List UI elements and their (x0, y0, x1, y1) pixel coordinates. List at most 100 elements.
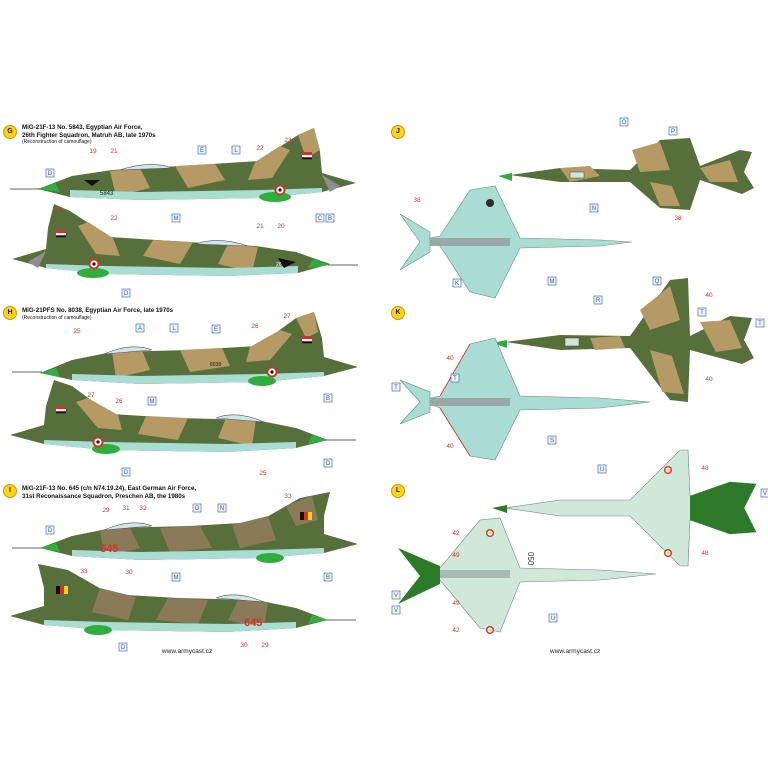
callout-label: A (138, 326, 142, 332)
callout-box (668, 126, 678, 136)
planview-j-top (498, 138, 754, 210)
callout-label: 49 (452, 600, 460, 607)
callout-label: 48 (701, 550, 709, 557)
callout-label: 19 (89, 148, 97, 155)
serial-i-upper: 645 (100, 543, 118, 555)
callout-box (323, 458, 333, 468)
callout-label: T (758, 321, 762, 327)
callout-box (697, 307, 707, 317)
callout-label: E (200, 148, 204, 154)
callout-label: E (214, 327, 218, 333)
callout-label: 23 (54, 207, 62, 214)
callout-box (231, 145, 241, 155)
callout-box (391, 382, 401, 392)
callout-label: 40 (705, 292, 713, 299)
profile-g-lower (12, 204, 358, 278)
section-marker-g: G (3, 125, 17, 139)
callout-box (452, 278, 462, 288)
callout-box (192, 503, 202, 513)
callout-box (652, 276, 662, 286)
section-marker-h: H (3, 306, 17, 320)
callout-box (593, 295, 603, 305)
callout-label: 21 (110, 148, 118, 155)
callout-label: D (48, 171, 53, 177)
callout-label: D (124, 291, 129, 297)
callout-box (323, 393, 333, 403)
callout-box (45, 168, 55, 178)
planview-l-bottom (398, 517, 657, 634)
callout-label: V (394, 593, 398, 599)
section-marker-l: L (391, 484, 405, 498)
callout-label: U (600, 467, 604, 473)
callout-label: 38 (413, 197, 421, 204)
callout-box (118, 642, 128, 652)
callout-label: 21 (256, 223, 264, 230)
callout-box (547, 276, 557, 286)
callout-label: L (172, 326, 176, 332)
planview-k-bottom (399, 337, 651, 461)
callout-box (548, 613, 558, 623)
callout-label: N (592, 206, 596, 212)
callout-label: 40 (446, 355, 454, 362)
callout-box (171, 213, 181, 223)
callout-label: 26 (251, 323, 259, 330)
callout-label: 32 (139, 505, 147, 512)
callout-label: 33 (80, 568, 88, 575)
callout-label: 48 (701, 465, 709, 472)
callout-label: M (174, 575, 179, 581)
callout-label: 33 (284, 493, 292, 500)
section-marker-k: K (391, 306, 405, 320)
callout-label: 49 (452, 552, 460, 559)
callout-box (760, 488, 768, 498)
callout-box (147, 396, 157, 406)
callout-box (391, 590, 401, 600)
callout-box (619, 117, 629, 127)
callout-box (450, 373, 460, 383)
callout-label: 42 (452, 530, 460, 537)
callout-label: T (700, 310, 704, 316)
footer-url-left: www.armycast.cz (162, 648, 213, 655)
section-marker-i: I (3, 484, 17, 498)
callout-label: M (550, 279, 555, 285)
callout-label: R (596, 298, 601, 304)
callout-label: 23 (284, 137, 292, 144)
callout-box (547, 435, 557, 445)
callout-label: O (195, 506, 200, 512)
callout-label: Q (655, 279, 660, 285)
callout-label: S (550, 438, 554, 444)
callout-label: 40 (705, 376, 713, 383)
callout-label: O (622, 120, 627, 126)
callout-label: 26 (115, 398, 123, 405)
callout-label: 31 (122, 505, 130, 512)
callout-label: D (326, 461, 331, 467)
callout-label: L (234, 148, 238, 154)
callout-label: B (326, 396, 330, 402)
callout-label: C (318, 216, 323, 222)
callout-label: 25 (259, 470, 267, 477)
callout-label: 29 (261, 642, 269, 649)
callout-label: 22 (256, 145, 264, 152)
planview-l-top (492, 449, 757, 567)
profile-g-upper (10, 128, 356, 202)
callout-label: B (326, 575, 330, 581)
callout-box (391, 605, 401, 615)
callout-label: 22 (110, 215, 118, 222)
callout-box (169, 323, 179, 333)
callout-label: 38 (674, 215, 682, 222)
callout-box (197, 145, 207, 155)
caption-g: MiG-21F-13 No. 5843, Egyptian Air Force,… (22, 124, 156, 146)
callout-label: 30 (125, 569, 133, 576)
callout-label: 29 (102, 507, 110, 514)
caption-h: MiG-21PFS No. 8038, Egyptian Air Force, … (22, 307, 174, 321)
callout-box (45, 525, 55, 535)
serial-g-upper: 5843 (100, 191, 114, 197)
callout-label: D (48, 528, 53, 534)
planview-k-top (492, 278, 754, 402)
callout-label: P (671, 129, 675, 135)
callout-label: 20 (277, 223, 285, 230)
serial-l-bottom: 050 (526, 552, 535, 566)
callout-label: T (394, 385, 398, 391)
